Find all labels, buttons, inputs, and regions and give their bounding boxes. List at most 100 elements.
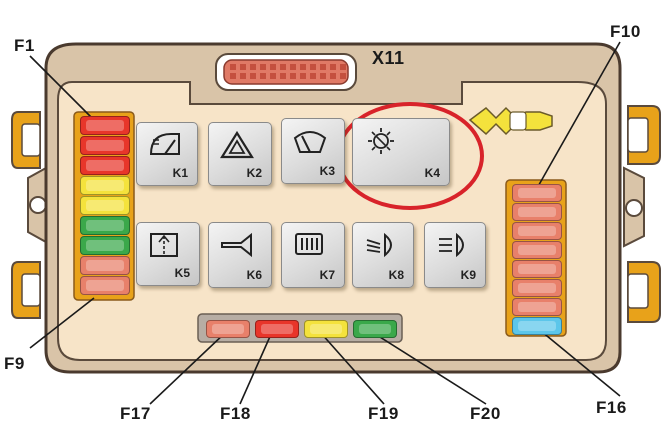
fuse-label-f18: F18 <box>220 404 251 423</box>
relay-k2[interactable]: K2 <box>208 122 272 186</box>
fuse-cap <box>518 207 556 217</box>
fuse-left-3[interactable] <box>80 156 130 175</box>
relay-k3-label: K3 <box>319 164 335 178</box>
fuse-cap <box>86 280 124 291</box>
connector-pin <box>260 64 266 70</box>
connector-pin <box>330 64 336 70</box>
x11-connector <box>215 53 357 91</box>
hazard-warning-icon <box>220 130 254 159</box>
connector-pin <box>330 73 336 79</box>
fuse-left-6[interactable] <box>80 216 130 235</box>
relay-k6[interactable]: K6 <box>208 222 272 288</box>
connector-pin <box>270 64 276 70</box>
connector-pin <box>340 64 346 70</box>
fuse-label-f9: F9 <box>4 354 25 373</box>
relay-k9[interactable]: K9 <box>424 222 486 288</box>
left-mount-bracket-top <box>11 111 41 169</box>
rear-fog-defrost-icon <box>368 128 394 154</box>
fuse-right-15[interactable] <box>512 279 562 297</box>
connector-pin <box>320 64 326 70</box>
connector-pin <box>280 64 286 70</box>
fuse-cap <box>86 260 124 271</box>
fuse-right-17[interactable] <box>512 317 562 335</box>
fuse-left-9[interactable] <box>80 276 130 295</box>
fuse-cap <box>86 240 124 251</box>
relay-k6-label: K6 <box>246 268 262 282</box>
connector-pin <box>300 73 306 79</box>
right-mount-bracket-top <box>627 105 661 165</box>
high-beam-icon <box>439 232 464 258</box>
fuse-right-14[interactable] <box>512 260 562 278</box>
fuse-bottom-18[interactable] <box>255 320 299 338</box>
connector-pin <box>250 73 256 79</box>
right-mount-bracket-bottom <box>627 261 661 323</box>
connector-label-x11: X11 <box>372 48 405 68</box>
relay-k9-label: K9 <box>460 268 476 282</box>
fuse-cap <box>518 226 556 236</box>
low-beam-icon <box>366 232 392 258</box>
connector-pin <box>290 73 296 79</box>
connector-pin <box>280 73 286 79</box>
relay-k1-label: K1 <box>172 166 188 180</box>
right-mount-ear <box>623 166 645 248</box>
fuse-label-f19: F19 <box>368 404 399 423</box>
relay-k1[interactable]: K1 <box>136 122 198 186</box>
connector-pin <box>230 73 236 79</box>
connector-pin <box>310 64 316 70</box>
fuse-cap <box>261 324 293 334</box>
fuse-cap <box>86 180 124 191</box>
fuse-bottom-19[interactable] <box>304 320 348 338</box>
fuse-right-10[interactable] <box>512 184 562 202</box>
wiper-washer-icon <box>149 133 180 155</box>
fuse-cap <box>518 321 556 331</box>
fuse-left-5[interactable] <box>80 196 130 215</box>
fuse-right-13[interactable] <box>512 241 562 259</box>
fuse-cap <box>212 324 244 334</box>
fuse-right-12[interactable] <box>512 222 562 240</box>
fuse-left-7[interactable] <box>80 236 130 255</box>
fuse-left-8[interactable] <box>80 256 130 275</box>
connector-pin <box>340 73 346 79</box>
fuse-cap <box>86 120 124 131</box>
fuse-cap <box>86 220 124 231</box>
connector-pin <box>310 73 316 79</box>
connector-pin <box>270 73 276 79</box>
fuse-cap <box>518 302 556 312</box>
diode-component-icon <box>468 106 553 136</box>
fuse-label-f10: F10 <box>610 22 641 41</box>
fuse-cap <box>359 324 391 334</box>
relay-k7[interactable]: K7 <box>281 222 345 288</box>
relay-k5[interactable]: K5 <box>136 222 200 286</box>
relay-k8-label: K8 <box>388 268 404 282</box>
connector-pin <box>240 73 246 79</box>
relay-k4[interactable]: K4 <box>352 118 450 186</box>
fuse-right-16[interactable] <box>512 298 562 316</box>
fuse-cap <box>518 283 556 293</box>
fuse-left-4[interactable] <box>80 176 130 195</box>
fuse-left-1[interactable] <box>80 116 130 135</box>
relay-k8[interactable]: K8 <box>352 222 414 288</box>
relay-k4-label: K4 <box>424 166 440 180</box>
fuse-label-f16: F16 <box>596 398 627 417</box>
relay-k5-label: K5 <box>174 266 190 280</box>
left-mount-bracket-bottom <box>11 261 41 319</box>
fuse-left-2[interactable] <box>80 136 130 155</box>
fuse-bottom-20[interactable] <box>353 320 397 338</box>
fuse-cap <box>86 160 124 171</box>
fuse-right-11[interactable] <box>512 203 562 221</box>
connector-pin <box>260 73 266 79</box>
horn-icon <box>221 232 252 258</box>
rear-window-heater-icon <box>295 233 323 255</box>
relay-k3[interactable]: K3 <box>281 118 345 184</box>
relay-k7-label: K7 <box>319 268 335 282</box>
rear-wiper-icon <box>150 233 178 257</box>
connector-pin <box>300 64 306 70</box>
connector-pin <box>290 64 296 70</box>
connector-pin <box>230 64 236 70</box>
left-mount-ear <box>27 166 47 244</box>
fuse-label-f17: F17 <box>120 404 151 423</box>
relay-k2-label: K2 <box>246 166 262 180</box>
fuse-bottom-17[interactable] <box>206 320 250 338</box>
fuse-cap <box>518 264 556 274</box>
